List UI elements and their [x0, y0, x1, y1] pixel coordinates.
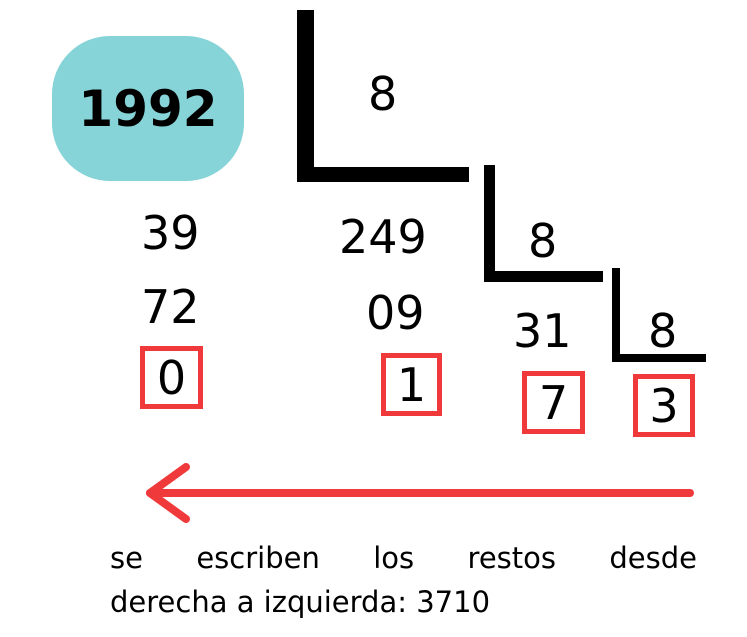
division-bracket-2 [484, 165, 603, 282]
dividend-value: 1992 [78, 79, 218, 138]
division-bracket-3 [612, 268, 706, 362]
remainder-2: 1 [396, 357, 427, 412]
partial-dividend-1: 39 [141, 206, 200, 260]
caption: se escriben los restos desde derecha a i… [110, 536, 697, 624]
remainder-box-2: 1 [381, 353, 442, 416]
quotient-2: 31 [513, 304, 572, 358]
caption-line-1: se escriben los restos desde [110, 541, 697, 575]
remainder-box-1: 0 [140, 346, 203, 409]
partial-dividend-2: 72 [141, 280, 200, 334]
remainder-3: 7 [538, 375, 569, 430]
quotient-1: 249 [339, 210, 427, 264]
caption-line-2: derecha a izquierda: 3710 [110, 585, 491, 619]
final-quotient-box: 3 [633, 374, 695, 437]
divisor-3: 8 [648, 304, 678, 358]
final-quotient: 3 [649, 378, 679, 433]
remainder-box-3: 7 [522, 371, 585, 434]
divisor-2: 8 [528, 214, 558, 268]
remainder-1: 0 [156, 350, 187, 405]
partial-dividend-3: 09 [366, 286, 425, 340]
dividend-badge: 1992 [52, 36, 244, 181]
divisor-1: 8 [368, 67, 398, 121]
left-arrow-icon [146, 463, 694, 523]
division-bracket-1 [297, 10, 469, 182]
